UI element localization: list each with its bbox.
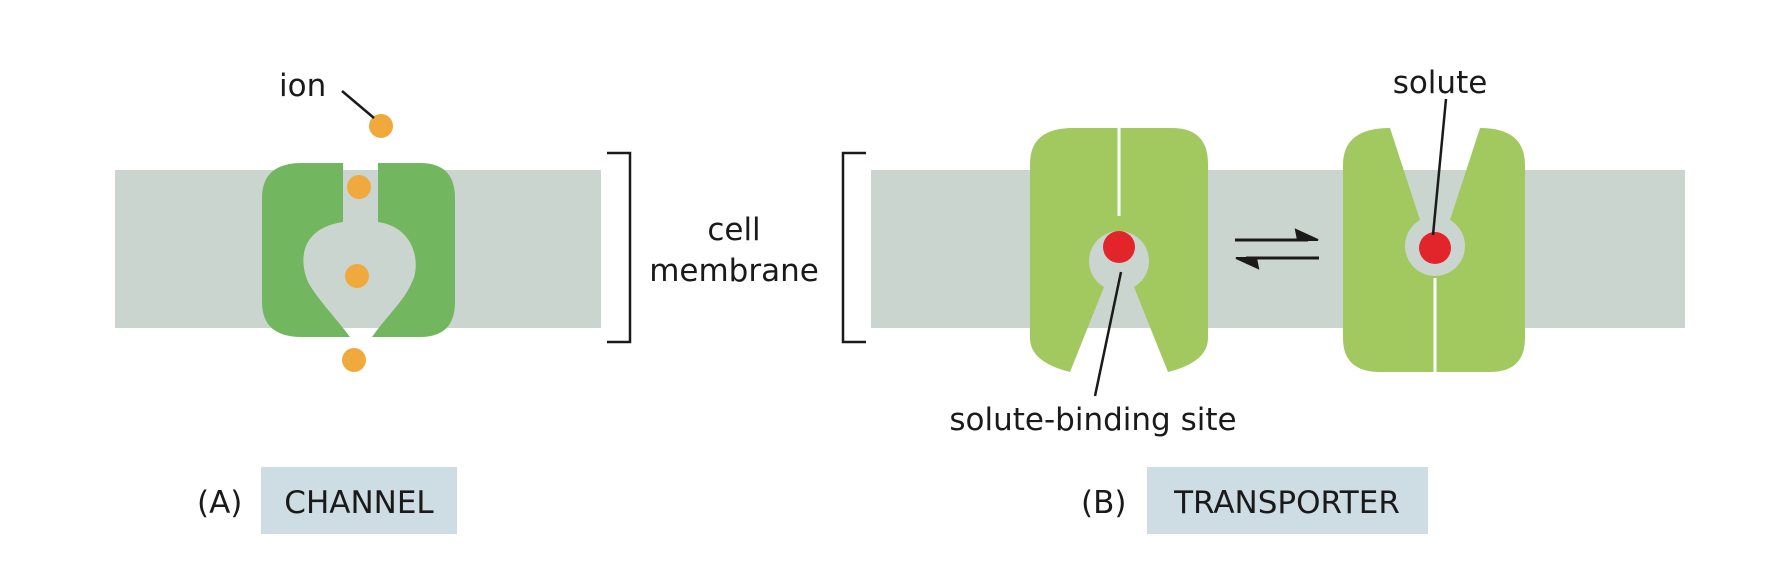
ion-particle-4 xyxy=(342,348,366,372)
channel-panel: ion xyxy=(115,68,601,372)
panel-b-letter: (B) xyxy=(1081,485,1126,521)
equilibrium-arrows xyxy=(1235,228,1319,270)
panel-a-letter: (A) xyxy=(197,485,242,521)
panel-b-title-box xyxy=(1147,467,1428,534)
panel-a-caption: (A) CHANNEL xyxy=(197,467,457,534)
transporter-protein-2 xyxy=(1343,128,1525,372)
transporter-state-open-inside xyxy=(1030,128,1208,372)
solute-binding-site-label: solute-binding site xyxy=(949,402,1236,438)
transporter-state-open-outside xyxy=(1343,128,1525,372)
ion-pointer-line xyxy=(341,90,375,119)
panel-a-title: CHANNEL xyxy=(284,485,434,521)
solute-bound-2 xyxy=(1419,232,1451,264)
left-bracket xyxy=(841,151,866,344)
panel-a-title-box xyxy=(261,467,457,534)
ion-particle-3 xyxy=(345,264,369,288)
transporter-protein-1 xyxy=(1030,128,1208,372)
right-bracket xyxy=(607,151,632,344)
ion-label: ion xyxy=(279,68,326,104)
panel-b-title: TRANSPORTER xyxy=(1173,485,1400,521)
panel-b-caption: (B) TRANSPORTER xyxy=(1081,467,1428,534)
membrane-band-right xyxy=(871,170,1685,328)
cell-membrane-label-line1: cell xyxy=(707,212,760,248)
solute-bound-1 xyxy=(1103,231,1135,263)
transporter-panel: solute solute-binding site xyxy=(871,65,1685,438)
solute-label: solute xyxy=(1393,65,1488,101)
channel-protein xyxy=(262,163,455,337)
cell-membrane-annotation: cell membrane xyxy=(607,151,866,344)
solute-pointer-line xyxy=(1431,98,1448,236)
cell-membrane-label-line2: membrane xyxy=(649,253,819,289)
ion-particle-2 xyxy=(347,175,371,199)
binding-site-pointer-line xyxy=(1093,271,1123,397)
ion-particle-1 xyxy=(369,114,393,138)
